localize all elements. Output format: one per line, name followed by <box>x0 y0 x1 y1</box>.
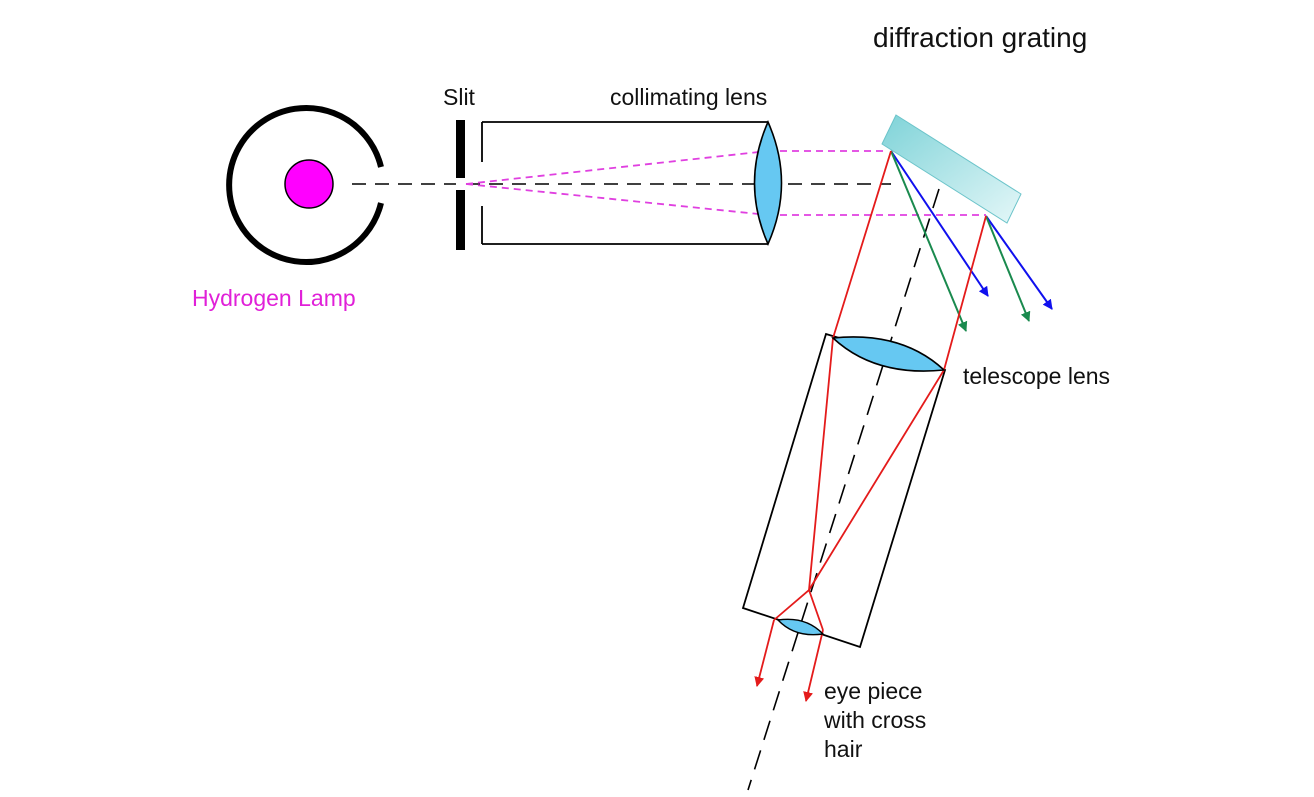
eye-piece-label-line: with cross <box>824 707 927 733</box>
eye-piece-label: eye piece with cross hair <box>824 677 926 764</box>
green-ray-1 <box>890 150 968 332</box>
lamp-source <box>284 159 334 209</box>
diffraction-grating-label: diffraction grating <box>873 22 1088 53</box>
diffraction-grating <box>881 114 1022 224</box>
collimating-lens-label: collimating lens <box>610 84 768 110</box>
slit <box>456 120 465 250</box>
telescope-lens <box>831 336 946 372</box>
lamp-housing <box>226 105 384 265</box>
collimator-tube <box>481 121 768 245</box>
blue-ray-1 <box>890 150 989 297</box>
eye-piece-lens <box>776 618 825 636</box>
eye-piece-label-line: hair <box>824 736 863 762</box>
optical-axis <box>352 183 940 791</box>
slit-label: Slit <box>443 84 475 110</box>
diffracted-rays <box>890 150 1053 332</box>
collimated-light <box>465 150 986 216</box>
collimating-lens <box>753 120 783 246</box>
blue-ray-2 <box>985 215 1053 310</box>
green-ray-2 <box>985 215 1031 322</box>
hydrogen-lamp <box>226 105 384 265</box>
red-rays <box>754 150 987 702</box>
telescope-lens-label: telescope lens <box>963 363 1111 389</box>
slit-upper-bar <box>456 120 465 178</box>
eye-piece-label-line: eye piece <box>824 678 923 704</box>
hydrogen-lamp-label: Hydrogen Lamp <box>192 285 356 311</box>
slit-lower-bar <box>456 190 465 250</box>
telescope-axis <box>747 188 940 791</box>
